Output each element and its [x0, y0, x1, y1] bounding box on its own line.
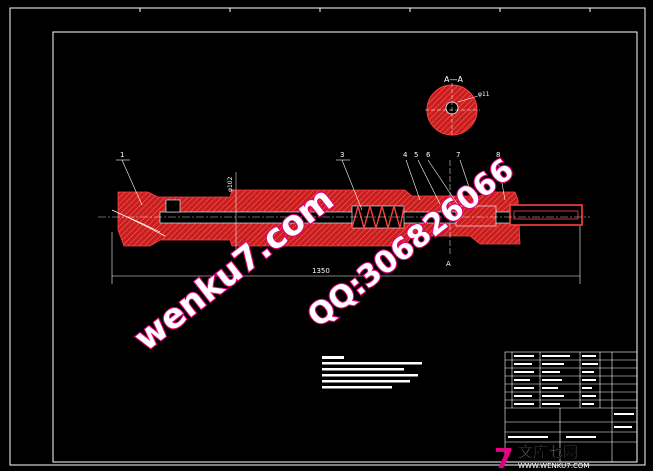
piston: [455, 205, 497, 227]
balloon-5: 5: [414, 151, 418, 159]
logo-symbol: 7: [494, 442, 513, 471]
inner-frame: [52, 31, 638, 463]
section-circle: [425, 83, 480, 137]
outer-border: [9, 7, 646, 466]
site-logo: 7 文库七网 WWW.WENKU7.COM: [494, 442, 589, 471]
title-block-entries: [508, 355, 634, 438]
overall-length: 1350: [312, 267, 330, 275]
diameter-dim: φ102: [227, 176, 234, 192]
technical-notes: [322, 356, 422, 389]
title-block: [504, 351, 638, 463]
rod-inner: [513, 210, 579, 220]
drill-flute: [117, 212, 161, 233]
logo-text: 文库七网: [518, 443, 578, 461]
logo-url: WWW.WENKU7.COM: [518, 462, 589, 470]
balloon-4: 4: [403, 151, 408, 159]
length-dimension: [111, 226, 581, 284]
balloon-7: 7: [456, 151, 460, 159]
section-marker: A: [446, 260, 451, 268]
balloon-3: 3: [340, 151, 344, 159]
border-ticks: [139, 8, 591, 12]
side-port: [165, 199, 181, 213]
balloon-1: 1: [120, 151, 124, 159]
drill-tip: [111, 209, 166, 237]
balloon-8: 8: [496, 151, 500, 159]
balloon-6: 6: [426, 151, 431, 159]
section-label: A—A: [444, 75, 463, 84]
section-dim: φ11: [478, 91, 490, 98]
tool-body: [98, 160, 590, 255]
balloon-leaders: [116, 159, 506, 211]
